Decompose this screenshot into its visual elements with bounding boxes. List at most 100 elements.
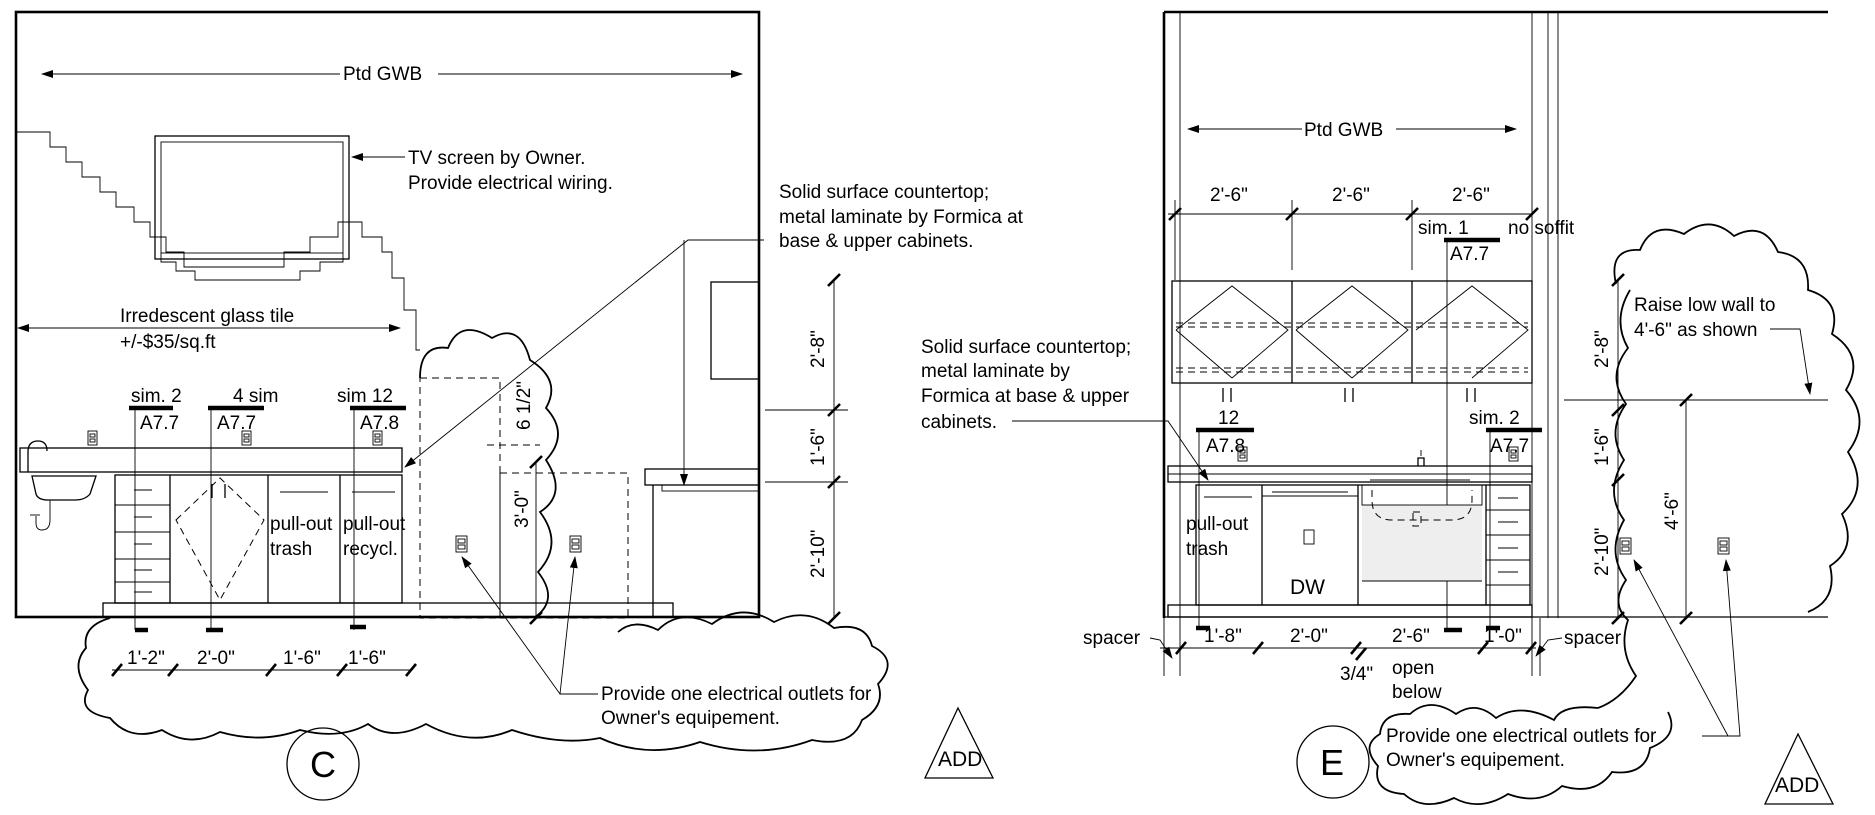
door-swing-lines	[175, 477, 265, 602]
spacer-leader-right	[1535, 637, 1563, 657]
outlet-icon	[87, 430, 98, 446]
elevation-mark-c	[286, 727, 360, 801]
width-dim-c-2: 2'-0"	[197, 648, 235, 669]
outlet-leader	[1633, 559, 1729, 737]
elevation-e: Ptd GWB 2'-6" 2'-6" 2'-6" sim. 1 A7.7 no…	[921, 10, 1861, 805]
width-dim-c-3: 1'-6"	[283, 648, 321, 669]
countertop-note-e-2: metal laminate by	[921, 361, 1070, 382]
width-dim-c-1: 1'-2"	[127, 648, 165, 669]
base-width-e-2: 2'-0"	[1290, 626, 1328, 647]
outlet-icon	[372, 430, 383, 446]
svg-text:sim. 2: sim. 2	[131, 386, 182, 407]
svg-text:A7.7: A7.7	[1450, 244, 1489, 265]
upper-width-3: 2'-6"	[1452, 185, 1490, 206]
dim-4-6-e: 4'-6"	[1662, 492, 1683, 530]
revision-cloud-e-upper	[1613, 223, 1861, 613]
revision-cloud-e-side	[1597, 289, 1638, 709]
outlet-icon	[455, 535, 468, 553]
dishwasher-control-icon	[1303, 529, 1315, 545]
section-tag-e-3: sim. 2 A7.7	[1469, 408, 1542, 628]
base-width-e-4: 1'-0"	[1484, 626, 1522, 647]
elevation-label-c: C	[310, 744, 336, 785]
dim-2-10-e: 2'-10"	[1592, 528, 1613, 576]
sink-bowl-dashed	[1371, 490, 1473, 521]
spacer-leader-left	[1149, 637, 1173, 659]
svg-text:A7.8: A7.8	[360, 413, 399, 434]
dim-2-8-c: 2'-8"	[808, 330, 829, 368]
svg-text:12: 12	[1218, 408, 1239, 429]
door-swing-lines	[1175, 285, 1289, 379]
toe-kick-c	[102, 602, 674, 618]
section-tag-c-3: sim 12 A7.8	[337, 386, 406, 630]
side-counter	[644, 468, 760, 486]
trash-label-c-2: trash	[270, 539, 312, 560]
elevation-label-e: E	[1320, 742, 1344, 783]
add-triangle-c	[923, 706, 995, 779]
section-tag-c-2: 4 sim A7.7	[208, 386, 278, 630]
recycle-label-c-2: recycl.	[343, 539, 398, 560]
countertop-note-c-line1: Solid surface countertop;	[779, 182, 989, 203]
svg-text:A7.8: A7.8	[1206, 436, 1245, 457]
add-label-e: ADD	[1775, 774, 1819, 797]
outlet-leader	[1702, 559, 1741, 737]
svg-text:A7.7: A7.7	[1490, 436, 1529, 457]
revision-cloud-c-lower	[77, 611, 889, 752]
side-counter-edge	[661, 484, 760, 492]
gwb-label-c: Ptd GWB	[343, 64, 422, 85]
tv-note-line1: TV screen by Owner.	[408, 148, 585, 169]
svg-text:sim 12: sim 12	[337, 386, 393, 407]
base-width-e-3: 2'-6"	[1392, 626, 1430, 647]
dim-6-half: 6 1/2"	[514, 381, 535, 430]
recycle-label-c-1: pull-out	[343, 514, 406, 535]
outlet-icon	[241, 430, 252, 446]
trash-label-c-1: pull-out	[270, 514, 333, 535]
toe-kick-e	[1167, 604, 1533, 618]
upper-cabinets-e	[1171, 280, 1533, 384]
upper-box-c	[710, 281, 760, 380]
base-width-e-1: 1'-8"	[1204, 626, 1242, 647]
trash-label-e-1: pull-out	[1186, 514, 1249, 535]
outlet-icon	[1508, 446, 1519, 462]
elevation-c: Ptd GWB TV screen by Owner. Provide elec…	[14, 10, 1024, 801]
svg-text:4 sim: 4 sim	[233, 386, 278, 407]
wall-note-2: 4'-6" as shown	[1634, 320, 1757, 341]
svg-text:sim. 2: sim. 2	[1469, 408, 1520, 429]
dim-2-8-e: 2'-8"	[1592, 330, 1613, 368]
section-tag-c-1: sim. 2 A7.7	[129, 386, 182, 630]
dim-1-6-e: 1'-6"	[1592, 428, 1613, 466]
spacer-label-left: spacer	[1083, 628, 1141, 649]
outlet-icon	[1619, 537, 1632, 555]
outlet-leader	[559, 556, 598, 695]
revision-cloud-e-lower	[1368, 704, 1673, 805]
dim-2-10-c: 2'-10"	[808, 530, 829, 578]
section-tag-e-2: 12 A7.8	[1196, 408, 1254, 628]
svg-text:sim. 1: sim. 1	[1418, 218, 1469, 239]
trash-label-e-2: trash	[1186, 539, 1228, 560]
countertop-note-c-line2: metal laminate by Formica at	[779, 207, 1024, 228]
upper-width-1: 2'-6"	[1210, 185, 1248, 206]
faucet-icon	[1417, 457, 1425, 466]
outlet-note-c-2: Owner's equipement.	[601, 708, 780, 729]
spacer-label-right: spacer	[1564, 628, 1622, 649]
tile-note-line2: +/-$35/sq.ft	[120, 332, 216, 353]
countertop-note-e-3: Formica at base & upper	[921, 386, 1130, 407]
tile-note-line1: Irredescent glass tile	[120, 306, 294, 327]
dashed-equipment	[499, 472, 629, 619]
countertop-note-e-1: Solid surface countertop;	[921, 337, 1131, 358]
revision-cloud-c-upper	[419, 329, 559, 619]
svg-text:A7.7: A7.7	[217, 413, 256, 434]
upper-width-2: 2'-6"	[1332, 185, 1370, 206]
outlet-icon	[569, 535, 582, 553]
countertop-note-c-line3: base & upper cabinets.	[779, 231, 973, 252]
add-triangle-e	[1763, 732, 1835, 805]
countertop-c	[19, 447, 403, 473]
gwb-label-e: Ptd GWB	[1304, 120, 1383, 141]
wall-note-leader	[1770, 328, 1813, 395]
outlet-icon	[1717, 537, 1730, 555]
add-label-c: ADD	[938, 748, 982, 771]
tv-screen	[154, 135, 350, 281]
countertop-note-e-4: cabinets.	[921, 412, 997, 433]
countertop-leader-c	[404, 239, 764, 468]
outlet-icon	[1237, 446, 1248, 462]
